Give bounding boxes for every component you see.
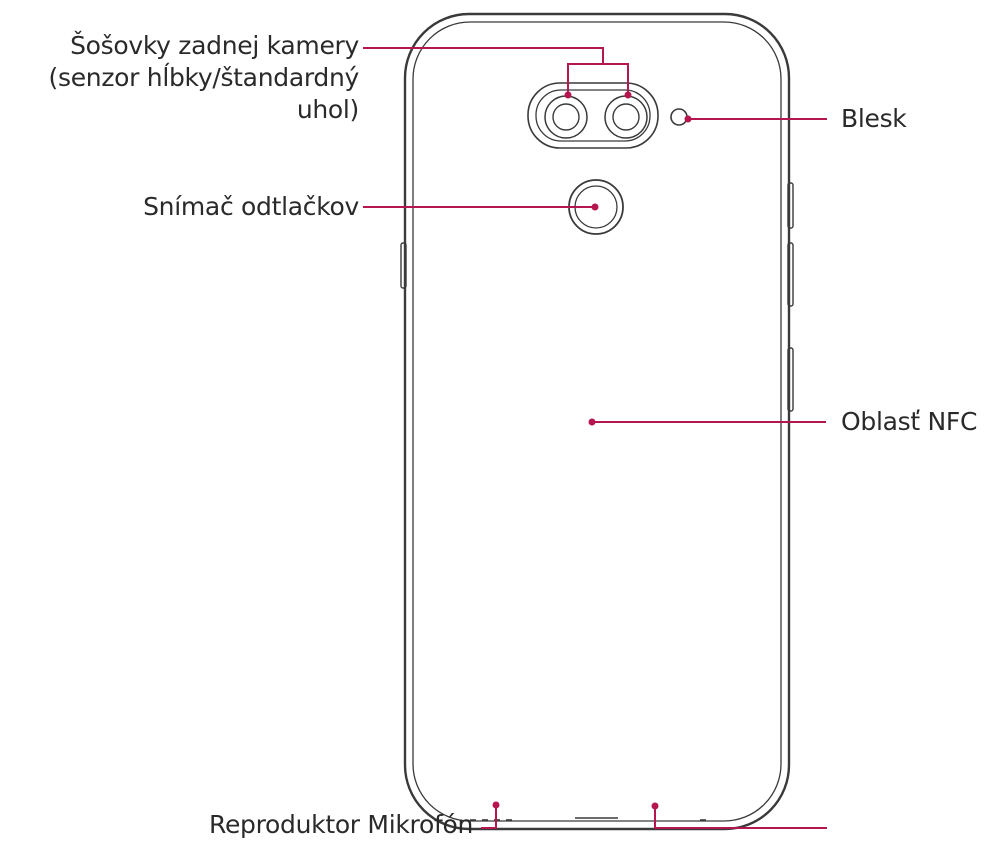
- dot-microphone: [651, 802, 659, 810]
- label-fingerprint: Snímač odtlačkov: [143, 192, 359, 221]
- callouts: [363, 47, 827, 829]
- side-button-right-3: [787, 347, 794, 412]
- camera-module: [527, 82, 688, 149]
- callout-rear-camera: [363, 47, 604, 64]
- side-button-left: [400, 242, 407, 289]
- dot-lens-right: [624, 91, 632, 99]
- camera-housing-outer: [527, 82, 659, 149]
- callout-speaker: [481, 806, 497, 829]
- flash-light: [670, 108, 688, 126]
- label-rear-camera-line1: Šošovky zadnej kamery: [70, 31, 359, 60]
- dot-nfc: [588, 418, 596, 426]
- label-rear-camera-line3: uhol): [296, 95, 359, 124]
- label-rear-camera-line2: (senzor hĺbky/štandardný: [48, 63, 360, 92]
- camera-lens-left-outer: [544, 95, 588, 139]
- label-nfc: Oblasť NFC: [841, 407, 978, 436]
- callout-microphone: [654, 807, 827, 829]
- side-button-right-2: [787, 242, 794, 307]
- callout-dots: [492, 91, 692, 810]
- dot-fingerprint: [591, 203, 599, 211]
- label-flash: Blesk: [841, 104, 907, 133]
- camera-lens-left-inner: [552, 103, 580, 131]
- side-button-right-1: [787, 182, 794, 229]
- dot-flash: [684, 115, 692, 123]
- camera-housing-inner: [535, 89, 651, 142]
- callout-rear-camera-bracket: [567, 63, 629, 94]
- dot-lens-left: [564, 91, 572, 99]
- label-speaker-microphone: Reproduktor Mikrofón: [209, 810, 473, 839]
- dot-speaker: [492, 801, 500, 809]
- camera-lens-right-outer: [604, 95, 648, 139]
- camera-lens-right-inner: [612, 103, 640, 131]
